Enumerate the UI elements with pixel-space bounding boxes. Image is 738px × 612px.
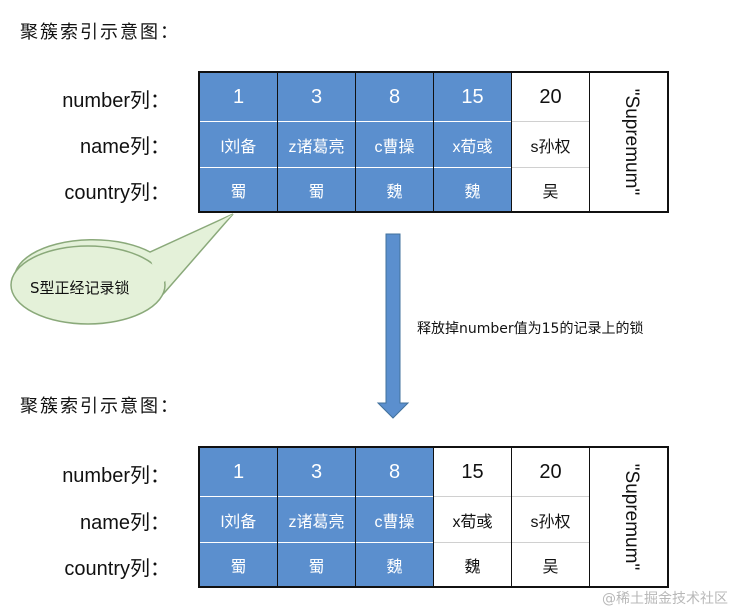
supremum-label: "Supremum" <box>620 88 642 196</box>
callout-text: S型正经记录锁 <box>30 279 130 297</box>
top-title: 聚簇索引示意图： <box>20 22 180 43</box>
record-column: 15 x荀彧 魏 <box>434 73 512 211</box>
number-cell: 8 <box>388 85 401 108</box>
record-column: 3 z诸葛亮 蜀 <box>278 448 356 586</box>
bottom-index-grid: 1 l刘备 蜀 3 z诸葛亮 蜀 8 c曹操 魏 15 x荀彧 魏 20 s孙权… <box>198 446 669 588</box>
country-cell: 蜀 <box>278 167 355 211</box>
down-arrow <box>376 233 410 419</box>
number-cell: 20 <box>539 460 562 483</box>
number-cell: 8 <box>388 460 401 483</box>
name-cell: s孙权 <box>512 121 589 167</box>
top-name-label: name列： <box>79 136 170 158</box>
name-cell: x荀彧 <box>434 496 511 542</box>
bottom-country-label: country列： <box>64 558 170 580</box>
number-cell: 1 <box>232 85 245 108</box>
country-cell: 蜀 <box>200 167 277 211</box>
supremum-label: "Supremum" <box>620 463 642 571</box>
number-cell: 1 <box>232 460 245 483</box>
name-cell: c曹操 <box>356 121 433 167</box>
country-cell: 魏 <box>356 542 433 586</box>
arrow-label: 释放掉number值为15的记录上的锁 <box>417 321 644 337</box>
record-column: 20 s孙权 吴 <box>512 448 590 586</box>
top-index-grid: 1 l刘备 蜀 3 z诸葛亮 蜀 8 c曹操 魏 15 x荀彧 魏 20 s孙权… <box>198 71 669 213</box>
number-cell: 3 <box>310 85 323 108</box>
record-column: 20 s孙权 吴 <box>512 73 590 211</box>
number-cell: 20 <box>539 85 562 108</box>
name-cell: l刘备 <box>200 496 277 542</box>
bottom-number-label: number列： <box>62 465 170 487</box>
number-cell: 15 <box>461 460 484 483</box>
name-cell: z诸葛亮 <box>278 121 355 167</box>
top-number-label: number列： <box>62 90 170 112</box>
record-column: 3 z诸葛亮 蜀 <box>278 73 356 211</box>
country-cell: 吴 <box>512 542 589 586</box>
name-cell: x荀彧 <box>434 121 511 167</box>
callout-bubble-body <box>10 245 166 325</box>
number-cell: 3 <box>310 460 323 483</box>
country-cell: 吴 <box>512 167 589 211</box>
bottom-name-label: name列： <box>79 512 170 534</box>
name-cell: l刘备 <box>200 121 277 167</box>
number-cell: 15 <box>461 85 484 108</box>
supremum-column: "Supremum" <box>590 73 671 211</box>
record-column: 8 c曹操 魏 <box>356 73 434 211</box>
record-column: 8 c曹操 魏 <box>356 448 434 586</box>
record-column: 1 l刘备 蜀 <box>200 448 278 586</box>
country-cell: 蜀 <box>278 542 355 586</box>
name-cell: z诸葛亮 <box>278 496 355 542</box>
top-country-label: country列： <box>64 182 170 204</box>
name-cell: s孙权 <box>512 496 589 542</box>
name-cell: c曹操 <box>356 496 433 542</box>
watermark: @稀土掘金技术社区 <box>602 591 728 607</box>
country-cell: 蜀 <box>200 542 277 586</box>
bottom-title: 聚簇索引示意图： <box>20 396 180 417</box>
supremum-column: "Supremum" <box>590 448 671 586</box>
callout-tail-cover <box>150 214 233 286</box>
country-cell: 魏 <box>356 167 433 211</box>
country-cell: 魏 <box>434 167 511 211</box>
record-column: 15 x荀彧 魏 <box>434 448 512 586</box>
record-column: 1 l刘备 蜀 <box>200 73 278 211</box>
country-cell: 魏 <box>434 542 511 586</box>
